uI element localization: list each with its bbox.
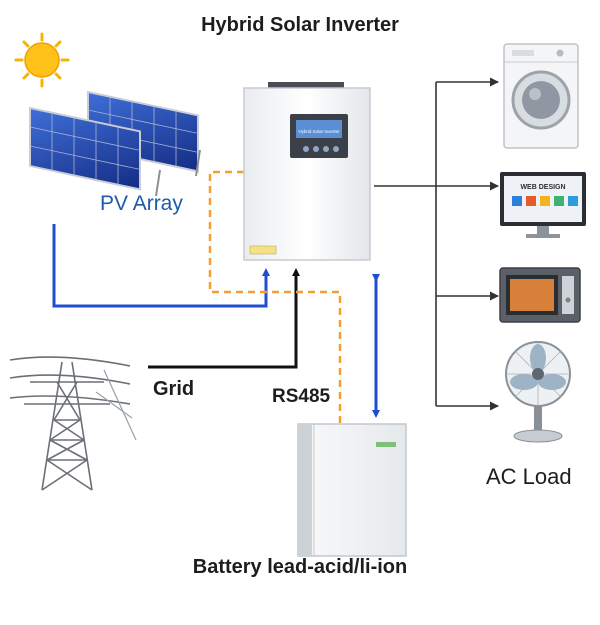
- pv-link-line: [52, 224, 270, 308]
- monitor-icon: WEB DESIGN: [500, 172, 586, 238]
- diagram-title: Hybrid Solar Inverter: [201, 14, 399, 36]
- monitor-screen-text: WEB DESIGN: [520, 184, 565, 191]
- grid-label: Grid: [153, 378, 195, 400]
- load-bus: [374, 77, 499, 411]
- washing-machine-icon: [503, 43, 579, 149]
- pv-array-label: PV Array: [100, 192, 183, 215]
- solar-panel-icon: [29, 90, 201, 197]
- comm-link-line: [208, 170, 342, 424]
- inverter-unit: Hybrid Solar Inverter: [243, 82, 371, 261]
- grid-link-line: [148, 268, 300, 369]
- battery-label: Battery lead-acid/li-ion: [192, 556, 408, 578]
- inverter-screen-title: Hybrid Solar Inverter: [298, 129, 340, 134]
- rs485-label: RS485: [272, 386, 331, 407]
- battery-unit: [297, 423, 407, 557]
- fan-icon: [505, 341, 571, 443]
- ac-load-label: AC Load: [486, 464, 572, 489]
- microwave-icon: [499, 267, 581, 323]
- sun-icon: [14, 32, 70, 88]
- power-tower-icon: [9, 356, 137, 491]
